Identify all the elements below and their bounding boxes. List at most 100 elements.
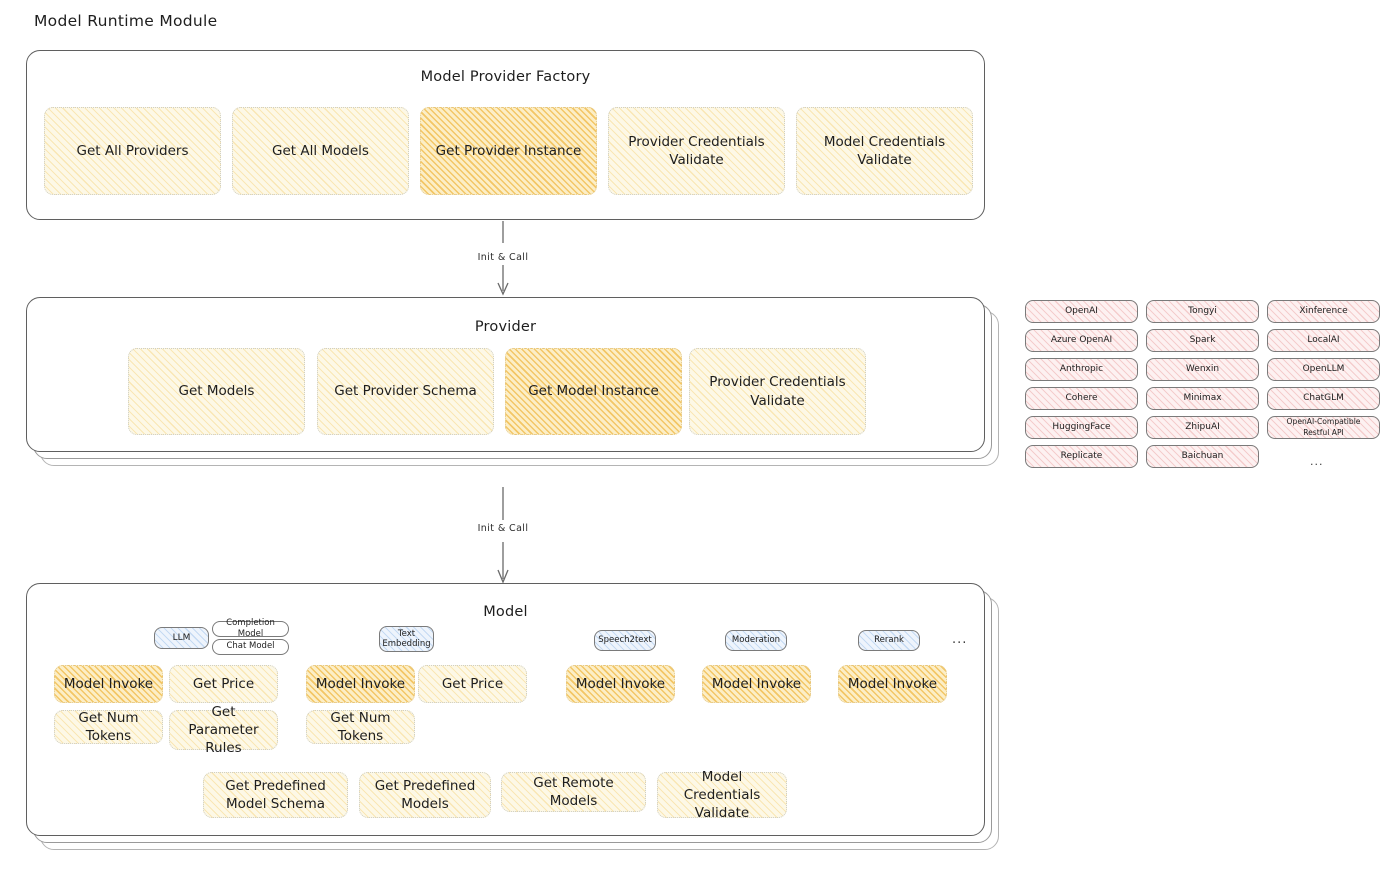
model-shared-method-get-predefined-model-schema[interactable]: Get Predefined Model Schema	[203, 772, 348, 818]
provider-chip-chatglm[interactable]: ChatGLM	[1267, 387, 1380, 410]
provider-chip-zhipuai[interactable]: ZhipuAI	[1146, 416, 1259, 439]
model-types-ellipsis: ...	[952, 632, 968, 647]
provider-chip-label: ChatGLM	[1303, 393, 1344, 404]
provider-chip-label: Anthropic	[1059, 364, 1104, 375]
model-shared-method-get-predefined-models[interactable]: Get Predefined Models	[359, 772, 491, 818]
model-method-text-embedding-model-invoke[interactable]: Model Invoke	[306, 665, 415, 703]
provider-box-provider-credentials-validate[interactable]: Provider Credentials Validate	[689, 348, 866, 435]
model-method-text-embedding-get-num-tokens[interactable]: Get Num Tokens	[306, 710, 415, 744]
provider-chip-azure-openai[interactable]: Azure OpenAI	[1025, 329, 1138, 352]
model-method-rerank-model-invoke[interactable]: Model Invoke	[838, 665, 947, 703]
provider-chip-label: Tongyi	[1188, 306, 1217, 317]
page-title: Model Runtime Module	[34, 12, 218, 30]
model-method-text-embedding-get-price[interactable]: Get Price	[418, 665, 527, 703]
provider-chip-label: OpenLLM	[1302, 364, 1345, 375]
factory-box-get-all-providers[interactable]: Get All Providers	[44, 107, 221, 195]
provider-box-get-provider-schema[interactable]: Get Provider Schema	[317, 348, 494, 435]
box-label: Model Invoke	[847, 675, 938, 692]
box-label: Provider Credentials Validate	[709, 374, 846, 409]
factory-box-model-credentials-validate[interactable]: Model Credentials Validate	[796, 107, 973, 195]
model-method-llm-get-parameter-rules[interactable]: Get Parameter Rules	[169, 704, 278, 756]
provider-chip-openllm[interactable]: OpenLLM	[1267, 358, 1380, 381]
provider-chip-label: Minimax	[1183, 393, 1222, 404]
box-label: Model Credentials Validate	[683, 768, 761, 822]
box-label: Get Predefined Models	[374, 777, 476, 812]
box-label: Model Invoke	[63, 675, 154, 692]
box-label: Get Provider Instance	[435, 142, 582, 159]
model-method-llm-model-invoke[interactable]: Model Invoke	[54, 665, 163, 703]
box-label: Get Parameter Rules	[188, 703, 259, 757]
model-shared-method-get-remote-models[interactable]: Get Remote Models	[501, 772, 646, 812]
factory-box-get-provider-instance[interactable]: Get Provider Instance	[420, 107, 597, 195]
model-type-badge-rerank[interactable]: Rerank	[858, 630, 920, 651]
factory-box-get-all-models[interactable]: Get All Models	[232, 107, 409, 195]
box-label: Model Credentials Validate	[823, 133, 946, 168]
model-title: Model	[483, 604, 528, 620]
box-label: Get Num Tokens	[330, 709, 391, 744]
provider-chip-anthropic[interactable]: Anthropic	[1025, 358, 1138, 381]
model-type-badge-speech2text[interactable]: Speech2text	[594, 630, 656, 651]
provider-chip-openai-compatible-restful-api[interactable]: OpenAI-Compatible Restful API	[1267, 416, 1380, 439]
box-label: Get All Models	[272, 142, 369, 159]
model-method-moderation-model-invoke[interactable]: Model Invoke	[702, 665, 811, 703]
provider-chip-spark[interactable]: Spark	[1146, 329, 1259, 352]
connector-label-1: Init & Call	[477, 252, 529, 263]
model-method-llm-get-price[interactable]: Get Price	[169, 665, 278, 703]
provider-chip-label: Xinference	[1299, 306, 1348, 317]
model-type-badge-moderation[interactable]: Moderation	[725, 630, 787, 651]
provider-chip-label: Baichuan	[1181, 451, 1224, 462]
connector-arrow-2	[497, 487, 509, 584]
model-subtype-chat-model[interactable]: Chat Model	[212, 639, 289, 655]
connector-label-2: Init & Call	[477, 523, 529, 534]
provider-chip-label: LocalAI	[1307, 335, 1340, 346]
factory-title: Model Provider Factory	[420, 69, 591, 85]
panel-surface	[26, 583, 985, 836]
box-label: Get Remote Models	[533, 774, 614, 809]
box-label: Get All Providers	[76, 142, 189, 159]
provider-chip-wenxin[interactable]: Wenxin	[1146, 358, 1259, 381]
provider-chip-openai[interactable]: OpenAI	[1025, 300, 1138, 323]
provider-chip-huggingface[interactable]: HuggingFace	[1025, 416, 1138, 439]
provider-list-ellipsis: ...	[1310, 455, 1324, 468]
provider-title: Provider	[474, 319, 537, 335]
box-label: LLM	[172, 632, 191, 643]
factory-box-provider-credentials-validate[interactable]: Provider Credentials Validate	[608, 107, 785, 195]
model-method-speech2text-model-invoke[interactable]: Model Invoke	[566, 665, 675, 703]
provider-chip-label: HuggingFace	[1052, 422, 1111, 433]
box-label: Model Invoke	[575, 675, 666, 692]
provider-chip-replicate[interactable]: Replicate	[1025, 445, 1138, 468]
box-label: Get Price	[192, 675, 255, 692]
provider-chip-label: Wenxin	[1185, 364, 1220, 375]
model-provider-factory-panel: Model Provider Factory Get All Providers…	[26, 50, 985, 220]
box-label: Provider Credentials Validate	[628, 133, 765, 168]
provider-panel: Provider Get Models Get Provider Schema Ge…	[26, 297, 999, 466]
provider-chip-baichuan[interactable]: Baichuan	[1146, 445, 1259, 468]
provider-chip-tongyi[interactable]: Tongyi	[1146, 300, 1259, 323]
model-type-badge-text-embedding[interactable]: Text Embedding	[379, 626, 434, 652]
model-type-badge-llm[interactable]: LLM	[154, 627, 209, 649]
model-method-llm-get-num-tokens[interactable]: Get Num Tokens	[54, 710, 163, 744]
box-label: Model Invoke	[711, 675, 802, 692]
box-label: Get Price	[441, 675, 504, 692]
box-label: Get Provider Schema	[334, 383, 477, 400]
box-label: Rerank	[874, 635, 904, 646]
provider-chip-cohere[interactable]: Cohere	[1025, 387, 1138, 410]
box-label: Get Models	[178, 383, 255, 400]
provider-box-get-model-instance[interactable]: Get Model Instance	[505, 348, 682, 435]
provider-chip-localai[interactable]: LocalAI	[1267, 329, 1380, 352]
provider-box-get-models[interactable]: Get Models	[128, 348, 305, 435]
box-label: Get Model Instance	[528, 383, 659, 400]
provider-chip-xinference[interactable]: Xinference	[1267, 300, 1380, 323]
box-label: Completion Model	[226, 617, 275, 639]
box-label: Moderation	[731, 635, 781, 646]
provider-chip-label: OpenAI	[1065, 306, 1098, 317]
box-label: Get Num Tokens	[78, 709, 139, 744]
provider-chip-minimax[interactable]: Minimax	[1146, 387, 1259, 410]
provider-chip-label: Replicate	[1060, 451, 1103, 462]
model-subtype-completion-model[interactable]: Completion Model	[212, 618, 289, 639]
model-shared-method-model-credentials-validate[interactable]: Model Credentials Validate	[657, 769, 787, 821]
box-label: Text Embedding	[382, 628, 431, 649]
provider-chip-label: Spark	[1189, 335, 1216, 346]
